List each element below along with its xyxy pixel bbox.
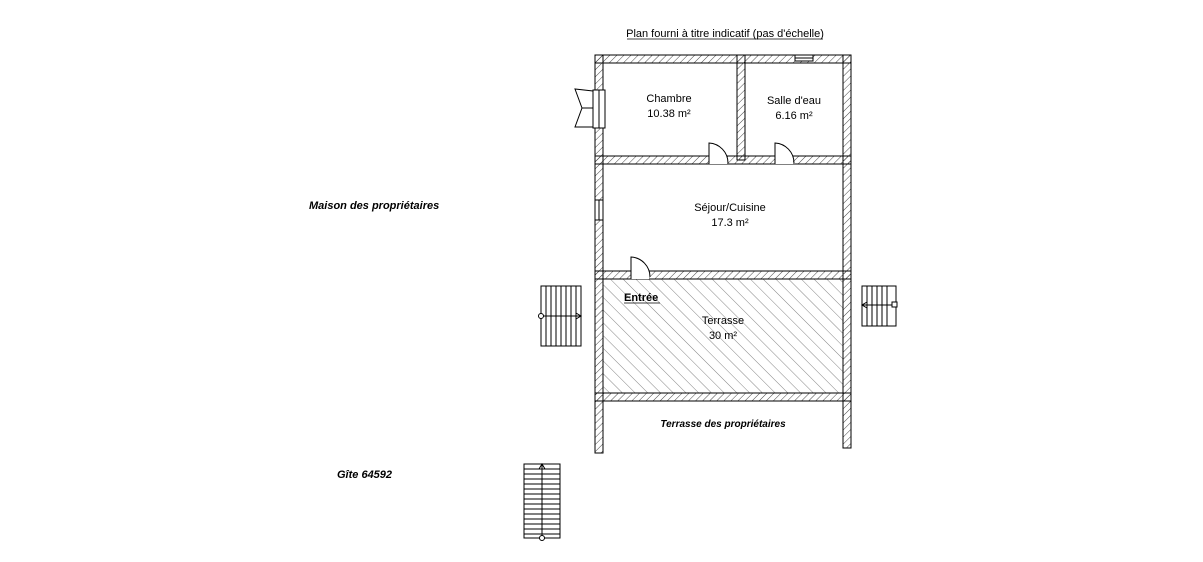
sejour-door-gap — [631, 269, 649, 279]
salle-door-swing — [774, 142, 795, 164]
window-leaf-top — [574, 88, 594, 109]
right-wall — [842, 54, 852, 449]
chambre-door-gap — [709, 154, 727, 164]
owner-house-label: Maison des propriétaires — [309, 200, 439, 212]
salle-area: 6.16 m² — [775, 110, 813, 122]
chambre-label: Chambre — [646, 93, 691, 105]
doors — [630, 142, 795, 279]
wall-terrasse-bottom — [594, 392, 852, 402]
chambre-area: 10.38 m² — [647, 108, 691, 120]
partition-chambre-salle — [736, 54, 746, 161]
gite-label: Gîte 64592 — [337, 469, 392, 481]
left-wall — [594, 54, 604, 454]
chambre-door-swing — [708, 142, 729, 164]
left-stairs — [538, 285, 582, 347]
windows — [574, 54, 814, 221]
sejour-door-swing — [630, 256, 651, 279]
entrance-label: Entrée — [624, 292, 658, 304]
salle-door-gap — [775, 154, 793, 164]
bottom-stairs — [523, 463, 561, 541]
sejour-label: Séjour/Cuisine — [694, 202, 766, 214]
salle-label: Salle d'eau — [767, 95, 821, 107]
terrasse-floor — [602, 278, 844, 394]
owner-terrace-label: Terrasse des propriétaires — [660, 419, 786, 430]
sejour-area: 17.3 m² — [711, 217, 749, 229]
terrasse-area: 30 m² — [709, 330, 737, 342]
plan-note: Plan fourni à titre indicatif (pas d'éch… — [626, 28, 824, 40]
window-leaf-bottom — [574, 107, 593, 128]
terrasse-label: Terrasse — [702, 315, 744, 327]
right-stairs — [861, 285, 898, 327]
